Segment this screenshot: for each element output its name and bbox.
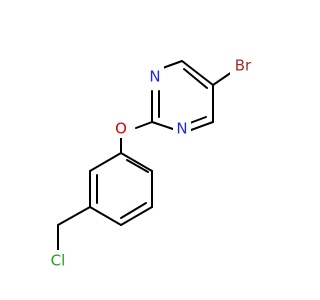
bond-benz-1-2	[120, 152, 153, 172]
bromine-atom: Br	[230, 55, 256, 75]
bond-c4-n3-double	[189, 116, 207, 124]
bromine-label: Br	[235, 57, 252, 75]
chlorine-label: Cl	[51, 252, 66, 270]
nitrogen-label-top: N	[149, 68, 160, 86]
atom-labels: Br N N O Cl	[44, 55, 256, 270]
bonds	[57, 60, 233, 251]
molecule-structure: Br N N O Cl	[44, 55, 256, 270]
nitrogen-atom-top: N	[146, 66, 164, 86]
bond-benz-3-4	[120, 206, 153, 226]
oxygen-label: O	[115, 120, 127, 138]
bond-benz-6-1	[89, 152, 122, 172]
bond-benz-3-4-double	[120, 202, 147, 219]
bond-c6-c5	[181, 60, 214, 86]
bond-c6-c5-double	[183, 68, 208, 89]
bond-c5-br	[212, 71, 233, 86]
nitrogen-atom-right: N	[173, 118, 191, 138]
bond-benz-4-5	[89, 206, 122, 226]
bond-benz-ch2	[57, 206, 91, 226]
bond-c4-n3	[190, 121, 214, 131]
oxygen-atom: O	[112, 118, 130, 138]
bond-c2-o	[135, 121, 153, 129]
nitrogen-label-right: N	[176, 120, 187, 138]
bond-benz-1-2-double	[126, 159, 149, 173]
chlorine-atom: Cl	[44, 250, 70, 270]
bond-n3-c2	[151, 121, 174, 130]
